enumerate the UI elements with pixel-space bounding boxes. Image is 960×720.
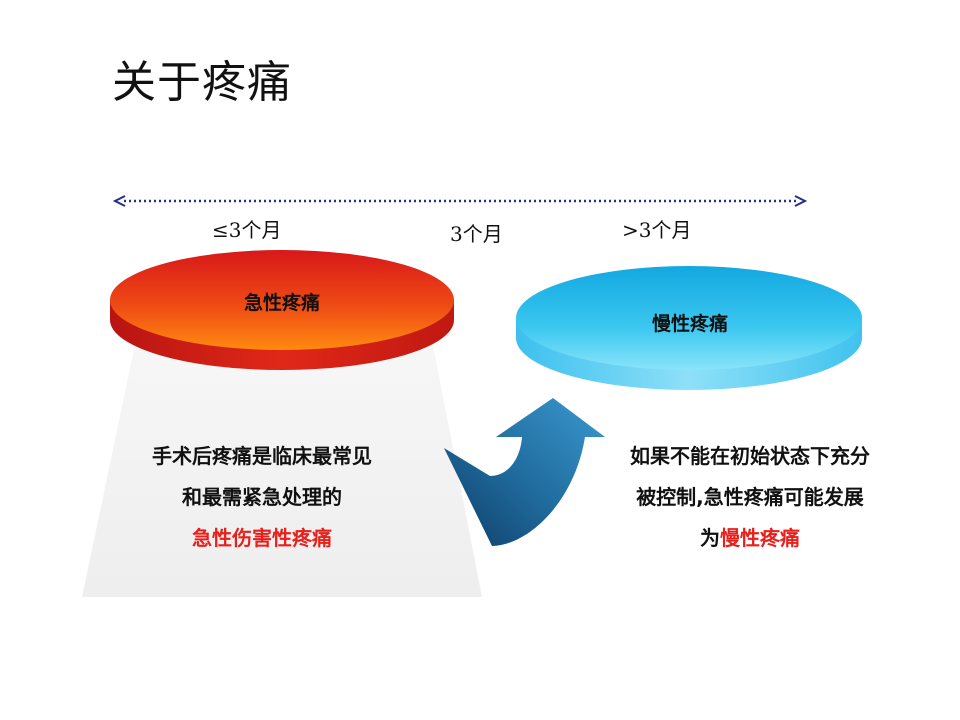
chronic-desc-line-1: 如果不能在初始状态下充分 [630,444,870,468]
timeline-label-short: ≤3个月 [212,218,282,242]
acute-desc-line-2: 和最需紧急处理的 [182,485,342,509]
curved-arrow-icon [444,398,605,546]
chronic-disc [516,266,862,390]
timeline-label-long: >3个月 [622,218,692,242]
timeline-label-mid: 3个月 [450,222,503,246]
page-title: 关于疼痛 [112,57,292,108]
acute-desc-line-1: 手术后疼痛是临床最常见 [152,444,372,468]
acute-pain-label: 急性疼痛 [243,292,320,314]
acute-pedestal [82,330,482,597]
acute-desc-highlight: 急性伤害性疼痛 [192,526,332,550]
acute-disc [110,250,454,370]
chronic-pain-label: 慢性疼痛 [651,313,728,335]
chronic-description: 如果不能在初始状态下充分 被控制,急性疼痛可能发展 为慢性疼痛 [580,436,920,559]
chronic-desc-highlight: 慢性疼痛 [720,526,800,550]
chronic-desc-line-2: 被控制,急性疼痛可能发展 [636,485,864,509]
chronic-desc-prefix: 为 [700,526,720,550]
chronic-desc-line-3: 为慢性疼痛 [580,518,920,559]
acute-description: 手术后疼痛是临床最常见 和最需紧急处理的 急性伤害性疼痛 [92,436,432,559]
